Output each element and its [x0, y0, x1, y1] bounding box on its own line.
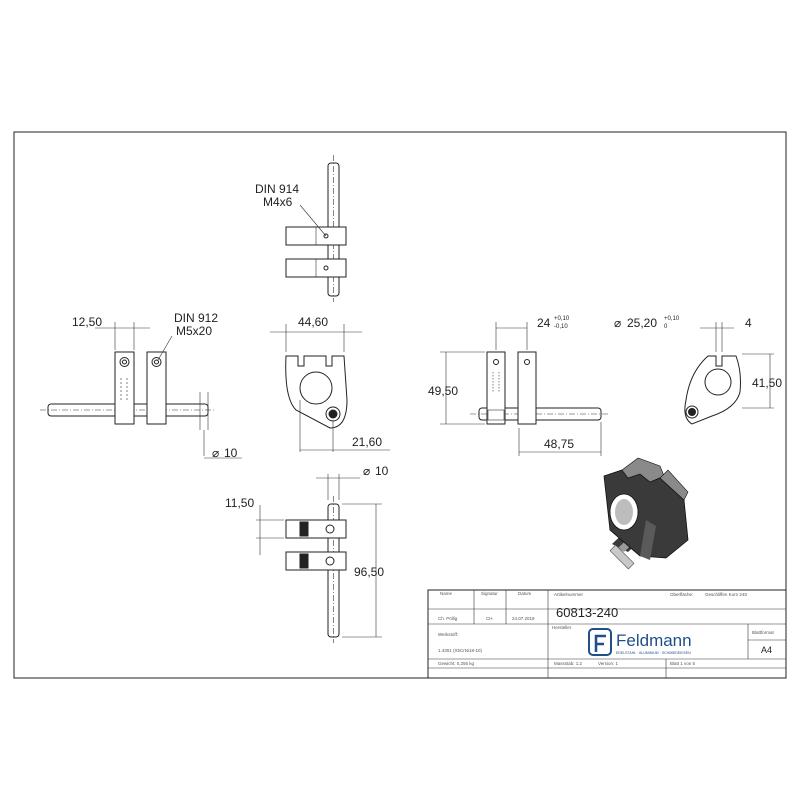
tb-article-number: 60813-240 [556, 605, 618, 620]
isometric-view [603, 457, 689, 570]
tb-surface-label: Oberfläche: [670, 592, 693, 597]
tb-sheet-format: A4 [761, 645, 772, 655]
tb-header-signature: Signatur [481, 591, 498, 596]
dim-side-height: 41,50 [752, 376, 782, 390]
tb-surface-value: Geschliffen Korn 240 [705, 592, 747, 597]
dim-shaft-length: 48,75 [544, 437, 574, 451]
dim-slot-tol-lower: -0,10 [554, 324, 568, 330]
brand-logo-icon [588, 628, 612, 656]
center-view: 44,60 21,60 [270, 315, 390, 452]
dim-bottom-spacing: 11,50 [225, 496, 254, 510]
tb-brand-name: Feldmann [616, 631, 692, 650]
callout-din912-line2: M5x20 [176, 324, 212, 338]
brand-logo-letter-icon [594, 634, 606, 652]
dim-bore-tol-lower: 0 [664, 324, 668, 330]
dim-bore-tol-upper: +0,10 [664, 316, 680, 322]
callout-din914-line2: M4x6 [263, 195, 293, 209]
brand-logo: Feldmann EDELSTAHL · ALUMINIUM · SCHMIED… [588, 628, 692, 656]
dim-shaft-dia-left: 10 [224, 446, 238, 460]
dim-slot-tol-upper: +0,10 [554, 316, 570, 322]
dim-clamp-width: 44,60 [298, 315, 328, 329]
tb-article-label: Artikelnummer [554, 592, 584, 597]
tb-version: Version: 1 [598, 661, 619, 666]
callout-din914-line1: DIN 914 [255, 182, 299, 196]
left-view: 12,50 DIN 912 M5x20 ⌀ 10 [40, 311, 242, 460]
dim-bore-dia: 25,20 [627, 316, 657, 330]
dim-total-length: 96,50 [354, 565, 384, 579]
right-front-view: 24 +0,10 -0,10 49,50 48,75 [428, 316, 608, 456]
tb-sheet: Blatt 1 von 5 [670, 661, 696, 666]
tb-weight: Gewicht: 0,256 kg [438, 661, 475, 666]
dim-offset: 21,60 [352, 435, 382, 449]
tb-material-label: Werkstoff: [438, 632, 458, 637]
dim-height: 49,50 [428, 384, 458, 398]
dim-left-spacing: 12,50 [72, 315, 102, 329]
drawing-frame [13, 131, 787, 679]
tb-sheet-format-label: Blattformat [752, 630, 775, 635]
dim-shaft-dia-bottom-symbol: ⌀ [363, 464, 370, 478]
bottom-view: ⌀ 10 11,50 96,50 [225, 464, 389, 643]
tb-date: 24.07.2018 [512, 616, 535, 621]
dim-shaft-dia-left-symbol: ⌀ [212, 446, 219, 460]
dim-bore-dia-symbol: ⌀ [614, 316, 621, 330]
tb-name: Ch. Pöllig [438, 616, 458, 621]
tb-producer-label: Hersteller [552, 625, 572, 630]
callout-din912-line1: DIN 912 [174, 311, 218, 325]
tb-material-value: 1.4301 (X5CrNi18-10) [438, 648, 483, 653]
dim-shaft-dia-bottom: 10 [375, 464, 389, 478]
tb-brand-tagline: EDELSTAHL · ALUMINIUM · SCHMIEDEEISEN [616, 651, 691, 655]
dim-slot-gap: 4 [745, 316, 752, 330]
title-block: Name Signatur Datum Ch. Pöllig CH 24.07.… [427, 589, 787, 679]
tb-header-date: Datum [518, 591, 532, 596]
tb-signature: CH [486, 616, 493, 621]
dim-slot-width: 24 [537, 316, 551, 330]
right-side-view: ⌀ 25,20 +0,10 0 4 41,50 [614, 316, 782, 425]
tb-header-name: Name [440, 591, 453, 596]
top-view: DIN 914 M4x6 [255, 155, 347, 302]
tb-scale: Massstab: 1:2 [554, 661, 583, 666]
